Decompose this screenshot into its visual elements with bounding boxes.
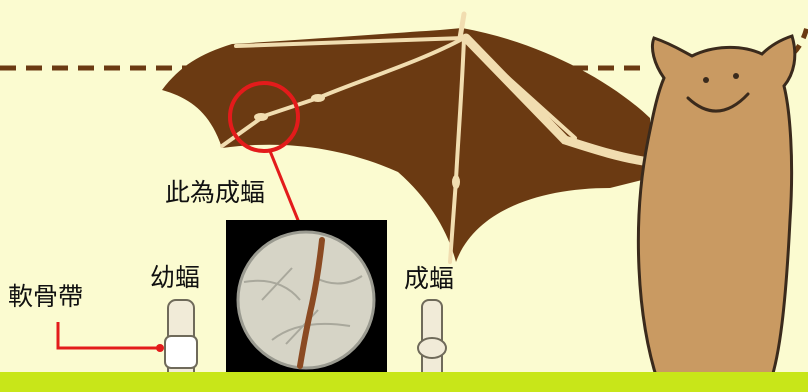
- bat-torso: [638, 36, 794, 388]
- label-adult-highlight: 此為成蝠: [165, 180, 265, 205]
- label-juvenile: 幼蝠: [150, 265, 200, 290]
- bat-eye-left: [703, 77, 709, 83]
- cartilage-pointer-dot: [156, 344, 164, 352]
- label-adult: 成蝠: [404, 266, 454, 291]
- cartilage-band: [165, 336, 197, 368]
- ground-band: [0, 372, 808, 392]
- microscope-view: [226, 220, 387, 392]
- bat-eye-right: [733, 73, 739, 79]
- label-cartilage-band: 軟骨帶: [8, 284, 83, 309]
- bat-body: [638, 36, 794, 388]
